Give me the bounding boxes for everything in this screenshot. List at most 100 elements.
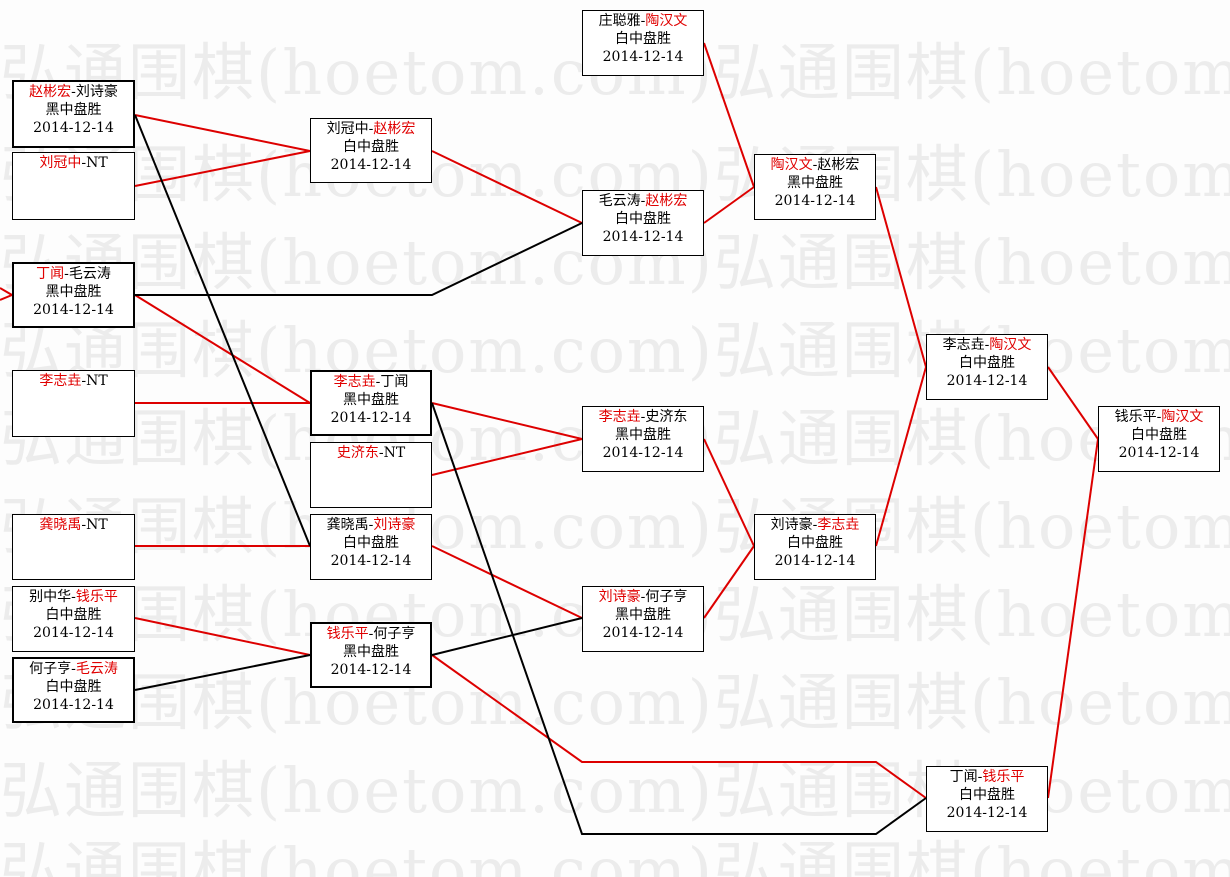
players-line: 丁闻-毛云涛 — [36, 266, 111, 282]
result-text: 白中盘胜 — [615, 31, 671, 47]
result-text: 白中盘胜 — [343, 139, 399, 155]
match-box-r1m4: 李志垚-NT — [12, 370, 135, 437]
date-text: 2014-12-14 — [602, 625, 684, 641]
line-zhao-r2 — [134, 114, 311, 152]
line-hezi-r2 — [134, 654, 311, 691]
players-line: 刘诗豪-李志垚 — [770, 517, 860, 533]
players-line: 史济东-NT — [336, 445, 406, 461]
line-liuguan-r2 — [134, 150, 311, 187]
match-box-r2m2: 李志垚-丁闻 黑中盘胜 2014-12-14 — [310, 370, 432, 436]
result-text: 黑中盘胜 — [343, 392, 399, 408]
players-line: 陶汉文-赵彬宏 — [770, 157, 860, 173]
date-text: 2014-12-14 — [33, 302, 114, 318]
result-text: 白中盘胜 — [45, 607, 102, 623]
match-box-r3m4: 刘诗豪-何子亨 黑中盘胜 2014-12-14 — [582, 586, 704, 652]
line-liushihao-r2 — [134, 114, 311, 547]
date-text: 2014-12-14 — [602, 49, 684, 65]
date-text: 2014-12-14 — [330, 157, 412, 173]
line-r3m1-r4 — [703, 42, 755, 188]
date-text: 2014-12-14 — [33, 697, 114, 713]
date-text: 2014-12-14 — [33, 120, 114, 136]
players-line: 钱乐平-陶汉文 — [1114, 409, 1204, 425]
players-line: 别中华-钱乐平 — [29, 589, 118, 605]
players-line: 龚晓禹-刘诗豪 — [326, 517, 416, 533]
date-text: 2014-12-14 — [33, 625, 114, 641]
result-text: 黑中盘胜 — [343, 644, 399, 660]
players-line: 刘冠中-赵彬宏 — [326, 121, 416, 137]
result-text: 黑中盘胜 — [787, 175, 843, 191]
date-text: 2014-12-14 — [774, 193, 856, 209]
line-r5-final — [1047, 366, 1099, 440]
match-box-final: 钱乐平-陶汉文 白中盘胜 2014-12-14 — [1098, 406, 1220, 472]
players-line: 李志垚-史济东 — [598, 409, 688, 425]
players-line: 毛云涛-赵彬宏 — [598, 193, 688, 209]
line-r4m1-r5 — [875, 186, 927, 368]
match-box-r2m5: 钱乐平-何子亨 黑中盘胜 2014-12-14 — [310, 622, 432, 688]
players-line: 李志垚-NT — [39, 373, 108, 389]
match-box-r2m1: 刘冠中-赵彬宏 白中盘胜 2014-12-14 — [310, 118, 432, 183]
result-text: 白中盘胜 — [959, 355, 1015, 371]
result-text: 黑中盘胜 — [615, 427, 671, 443]
result-text: 黑中盘胜 — [615, 607, 671, 623]
date-text: 2014-12-14 — [602, 445, 684, 461]
match-box-r2m3: 史济东-NT — [310, 442, 432, 508]
line-r2m3-r3 — [431, 438, 583, 476]
result-text: 白中盘胜 — [787, 535, 843, 551]
match-box-r4m1: 陶汉文-赵彬宏 黑中盘胜 2014-12-14 — [754, 154, 876, 220]
date-text: 2014-12-14 — [1118, 445, 1200, 461]
result-text: 黑中盘胜 — [45, 102, 102, 118]
match-box-r1m7: 何子亨-毛云涛 白中盘胜 2014-12-14 — [12, 657, 135, 723]
match-box-r4m2: 刘诗豪-李志垚 白中盘胜 2014-12-14 — [754, 514, 876, 580]
result-text: 白中盘胜 — [343, 535, 399, 551]
match-box-r3m3: 李志垚-史济东 黑中盘胜 2014-12-14 — [582, 406, 704, 472]
match-box-r3m2: 毛云涛-赵彬宏 白中盘胜 2014-12-14 — [582, 190, 704, 256]
line-maoyuntao-r3 — [135, 222, 583, 296]
match-box-r2m4: 龚晓禹-刘诗豪 白中盘胜 2014-12-14 — [310, 514, 432, 580]
match-box-r1m1: 赵彬宏-刘诗豪 黑中盘胜 2014-12-14 — [12, 80, 135, 148]
date-text: 2014-12-14 — [330, 410, 412, 426]
match-box-r1m5: 龚晓禹-NT — [12, 514, 135, 580]
line-r2m1-r3 — [431, 150, 583, 224]
date-text: 2014-12-14 — [946, 805, 1028, 821]
line-dingwen-r2 — [134, 294, 311, 404]
players-line: 李志垚-丁闻 — [333, 374, 409, 390]
line-r4m3-final — [1047, 438, 1099, 799]
players-line: 何子亨-毛云涛 — [29, 661, 118, 677]
players-line: 庄聪雅-陶汉文 — [598, 13, 688, 29]
players-line: 刘冠中-NT — [39, 155, 108, 171]
result-text: 白中盘胜 — [959, 787, 1015, 803]
line-r2m4-r3 — [431, 545, 583, 619]
match-box-r3m1: 庄聪雅-陶汉文 白中盘胜 2014-12-14 — [582, 10, 704, 76]
players-line: 刘诗豪-何子亨 — [598, 589, 688, 605]
line-r2m2-r3 — [431, 402, 583, 440]
line-dingwen-r4 — [431, 402, 927, 835]
result-text: 黑中盘胜 — [45, 284, 102, 300]
players-line: 丁闻-钱乐平 — [949, 769, 1025, 785]
line-r3m3-r4 — [703, 438, 755, 547]
date-text: 2014-12-14 — [602, 229, 684, 245]
match-box-r1m3: 丁闻-毛云涛 黑中盘胜 2014-12-14 — [12, 262, 135, 328]
line-hezi-r3 — [431, 617, 583, 656]
line-r3m4-r4 — [703, 545, 755, 619]
match-box-r1m6: 别中华-钱乐平 白中盘胜 2014-12-14 — [12, 586, 135, 652]
result-text: 白中盘胜 — [45, 679, 102, 695]
result-text: 白中盘胜 — [1131, 427, 1187, 443]
players-line: 李志垚-陶汉文 — [942, 337, 1032, 353]
line-r3m2-r4 — [703, 186, 755, 224]
line-offscreen-arrow — [0, 287, 15, 301]
match-box-r5m1: 李志垚-陶汉文 白中盘胜 2014-12-14 — [926, 334, 1048, 400]
date-text: 2014-12-14 — [774, 553, 856, 569]
players-line: 钱乐平-何子亨 — [326, 626, 416, 642]
match-box-r4m3: 丁闻-钱乐平 白中盘胜 2014-12-14 — [926, 766, 1048, 832]
players-line: 龚晓禹-NT — [39, 517, 108, 533]
players-line: 赵彬宏-刘诗豪 — [29, 84, 118, 100]
date-text: 2014-12-14 — [330, 553, 412, 569]
date-text: 2014-12-14 — [330, 662, 412, 678]
line-qian-r2 — [134, 617, 311, 656]
line-r2m5-r4 — [431, 654, 927, 799]
result-text: 白中盘胜 — [615, 211, 671, 227]
line-r4m2-r5 — [875, 366, 927, 547]
date-text: 2014-12-14 — [946, 373, 1028, 389]
match-box-r1m2: 刘冠中-NT — [12, 152, 135, 220]
